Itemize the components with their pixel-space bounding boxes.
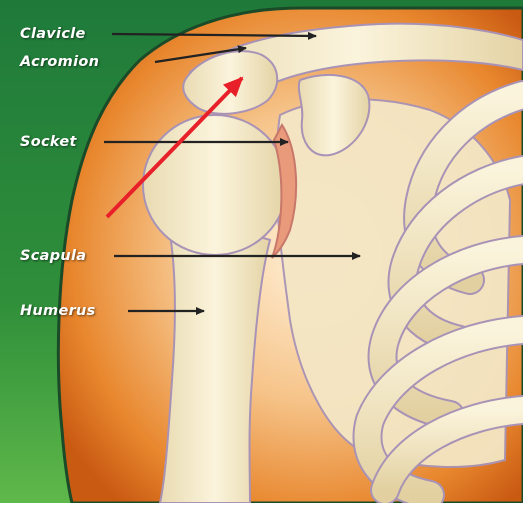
label-humerus: Humerus bbox=[20, 304, 96, 319]
label-acromion: Acromion bbox=[20, 55, 99, 70]
humeral-head bbox=[143, 115, 287, 255]
label-socket: Socket bbox=[20, 135, 77, 150]
label-clavicle: Clavicle bbox=[20, 27, 86, 42]
label-scapula: Scapula bbox=[20, 249, 86, 264]
